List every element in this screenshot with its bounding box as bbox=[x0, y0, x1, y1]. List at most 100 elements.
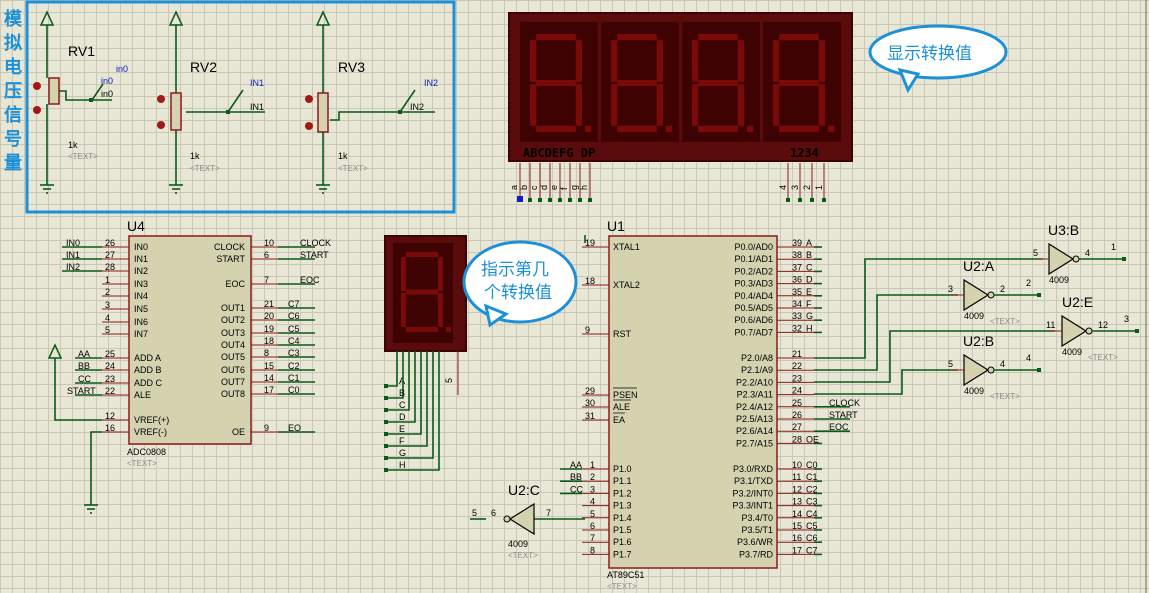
svg-text:OUT1: OUT1 bbox=[221, 303, 245, 313]
svg-text:P1.3: P1.3 bbox=[613, 501, 632, 511]
svg-text:23: 23 bbox=[792, 373, 802, 383]
svg-text:9: 9 bbox=[585, 325, 590, 335]
svg-text:21: 21 bbox=[792, 349, 802, 359]
svg-text:<TEXT>: <TEXT> bbox=[190, 164, 220, 173]
svg-text:5: 5 bbox=[590, 509, 595, 519]
svg-text:12: 12 bbox=[1098, 320, 1108, 330]
segment-pin-label: f bbox=[559, 187, 569, 190]
svg-text:C4: C4 bbox=[806, 509, 818, 519]
svg-text:U2:B: U2:B bbox=[963, 333, 994, 349]
svg-text:P1.0: P1.0 bbox=[613, 464, 632, 474]
svg-text:个转换值: 个转换值 bbox=[484, 283, 552, 303]
svg-text:4009: 4009 bbox=[964, 386, 984, 396]
svg-text:EA: EA bbox=[613, 415, 625, 425]
svg-text:IN0: IN0 bbox=[134, 242, 148, 252]
svg-text:1: 1 bbox=[105, 275, 110, 285]
svg-text:13: 13 bbox=[792, 497, 802, 507]
svg-text:C: C bbox=[806, 262, 813, 272]
svg-text:36: 36 bbox=[792, 275, 802, 285]
svg-text:G: G bbox=[399, 448, 406, 458]
svg-text:IN5: IN5 bbox=[134, 304, 148, 314]
svg-text:21: 21 bbox=[264, 299, 274, 309]
svg-text:5: 5 bbox=[1033, 248, 1038, 258]
svg-text:P1.1: P1.1 bbox=[613, 476, 632, 486]
svg-text:P3.2/INT0: P3.2/INT0 bbox=[732, 488, 773, 498]
pot-rv1[interactable]: RV1 in0 in0 in0 1k <TEXT> bbox=[33, 10, 128, 194]
svg-text:U3:B: U3:B bbox=[1048, 222, 1079, 238]
svg-text:in0: in0 bbox=[101, 76, 113, 86]
segment-pin-label: e bbox=[549, 185, 559, 190]
svg-text:IN4: IN4 bbox=[134, 291, 148, 301]
svg-text:31: 31 bbox=[585, 411, 595, 421]
svg-text:P2.7/A15: P2.7/A15 bbox=[736, 438, 773, 448]
svg-text:P0.0/AD0: P0.0/AD0 bbox=[734, 242, 773, 252]
svg-text:2: 2 bbox=[1000, 284, 1005, 294]
svg-text:3: 3 bbox=[105, 300, 110, 310]
svg-text:P3.7/RD: P3.7/RD bbox=[739, 549, 774, 559]
svg-text:6: 6 bbox=[264, 250, 269, 260]
svg-text:B: B bbox=[399, 388, 405, 398]
svg-text:U2:A: U2:A bbox=[963, 258, 995, 274]
svg-text:4009: 4009 bbox=[1062, 347, 1082, 357]
power-icon bbox=[39, 10, 55, 26]
svg-text:25: 25 bbox=[105, 349, 115, 359]
svg-text:OUT2: OUT2 bbox=[221, 315, 245, 325]
svg-text:P0.7/AD7: P0.7/AD7 bbox=[734, 327, 773, 337]
pot-rv2[interactable]: RV2 IN1 IN1 1k <TEXT> bbox=[157, 10, 265, 194]
svg-text:OE: OE bbox=[232, 427, 245, 437]
svg-text:4: 4 bbox=[778, 185, 788, 190]
svg-text:OUT3: OUT3 bbox=[221, 328, 245, 338]
svg-text:4: 4 bbox=[105, 313, 110, 323]
svg-text:20: 20 bbox=[264, 311, 274, 321]
svg-text:19: 19 bbox=[264, 324, 274, 334]
pot-rv3[interactable]: RV3 IN2 IN2 1k <TEXT> bbox=[305, 10, 438, 194]
svg-text:C3: C3 bbox=[288, 348, 300, 358]
svg-text:10: 10 bbox=[792, 460, 802, 470]
svg-text:2: 2 bbox=[802, 185, 812, 190]
callout-display-values: 显示转换值 bbox=[868, 24, 1008, 94]
svg-text:AA: AA bbox=[570, 460, 582, 470]
svg-text:28: 28 bbox=[105, 262, 115, 272]
svg-text:P3.4/T0: P3.4/T0 bbox=[741, 513, 773, 523]
svg-text:IN0: IN0 bbox=[66, 238, 80, 248]
svg-text:START: START bbox=[216, 254, 245, 264]
svg-text:PSEN: PSEN bbox=[613, 390, 638, 400]
svg-text:IN2: IN2 bbox=[134, 266, 148, 276]
svg-text:A: A bbox=[806, 238, 812, 248]
svg-text:D: D bbox=[806, 275, 813, 285]
display-digits bbox=[530, 34, 835, 132]
svg-text:AA: AA bbox=[78, 349, 90, 359]
svg-text:3: 3 bbox=[948, 284, 953, 294]
svg-text:3: 3 bbox=[590, 484, 595, 494]
svg-text:P3.6/WR: P3.6/WR bbox=[737, 537, 774, 547]
svg-text:A: A bbox=[399, 376, 405, 386]
segment-pin-label: d bbox=[539, 185, 549, 190]
svg-text:1: 1 bbox=[590, 460, 595, 470]
svg-text:in0: in0 bbox=[116, 64, 128, 74]
svg-text:7: 7 bbox=[590, 533, 595, 543]
svg-text:3: 3 bbox=[1124, 314, 1129, 324]
svg-text:4: 4 bbox=[590, 497, 595, 507]
svg-text:15: 15 bbox=[792, 521, 802, 531]
svg-text:IN1: IN1 bbox=[66, 250, 80, 260]
svg-text:OUT5: OUT5 bbox=[221, 352, 245, 362]
svg-text:18: 18 bbox=[264, 336, 274, 346]
svg-text:CC: CC bbox=[570, 484, 583, 494]
svg-text:P1.7: P1.7 bbox=[613, 549, 632, 559]
svg-text:START: START bbox=[67, 386, 96, 396]
svg-text:IN7: IN7 bbox=[134, 329, 148, 339]
svg-text:F: F bbox=[399, 436, 405, 446]
segment-pin-label: a bbox=[509, 185, 519, 190]
svg-text:33: 33 bbox=[792, 311, 802, 321]
